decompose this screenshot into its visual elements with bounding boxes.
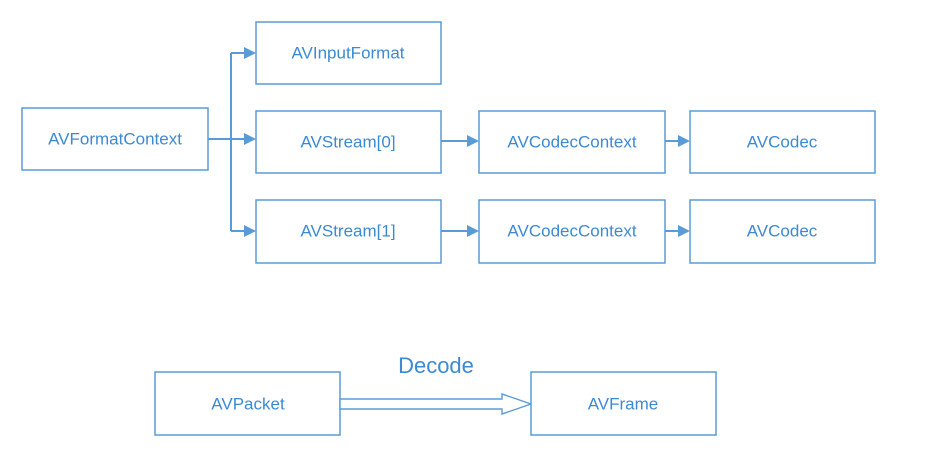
node-packet: AVPacket xyxy=(154,371,341,436)
node-stream-0-label: AVStream[0] xyxy=(300,133,395,152)
node-frame: AVFrame xyxy=(530,371,717,436)
node-codec-context-0-label: AVCodecContext xyxy=(507,133,636,152)
node-format-context: AVFormatContext xyxy=(21,107,209,171)
connectors xyxy=(208,47,690,237)
node-input-format-label: AVInputFormat xyxy=(291,44,404,63)
arrowhead-codec-0 xyxy=(678,135,690,147)
node-frame-label: AVFrame xyxy=(588,395,659,414)
arrowhead-codec-1 xyxy=(678,225,690,237)
arrowhead-stream-1 xyxy=(244,225,256,237)
node-input-format: AVInputFormat xyxy=(255,21,442,85)
node-format-context-label: AVFormatContext xyxy=(48,130,182,149)
arrowhead-codec-context-1 xyxy=(467,225,479,237)
arrowhead-codec-context-0 xyxy=(467,135,479,147)
node-packet-label: AVPacket xyxy=(211,395,285,414)
node-codec-context-1-label: AVCodecContext xyxy=(507,222,636,241)
node-codec-context-1: AVCodecContext xyxy=(478,199,666,264)
node-stream-0: AVStream[0] xyxy=(255,110,442,174)
decode-label: Decode xyxy=(398,353,474,378)
node-codec-0: AVCodec xyxy=(689,110,876,174)
node-stream-1: AVStream[1] xyxy=(255,199,442,264)
arrowhead-input-format xyxy=(244,47,256,59)
decode-block-arrow xyxy=(339,393,534,415)
arrowhead-stream-0 xyxy=(244,133,256,145)
node-codec-context-0: AVCodecContext xyxy=(478,110,666,174)
node-stream-1-label: AVStream[1] xyxy=(300,222,395,241)
node-codec-1: AVCodec xyxy=(689,199,876,264)
node-codec-1-label: AVCodec xyxy=(747,222,818,241)
node-codec-0-label: AVCodec xyxy=(747,133,818,152)
